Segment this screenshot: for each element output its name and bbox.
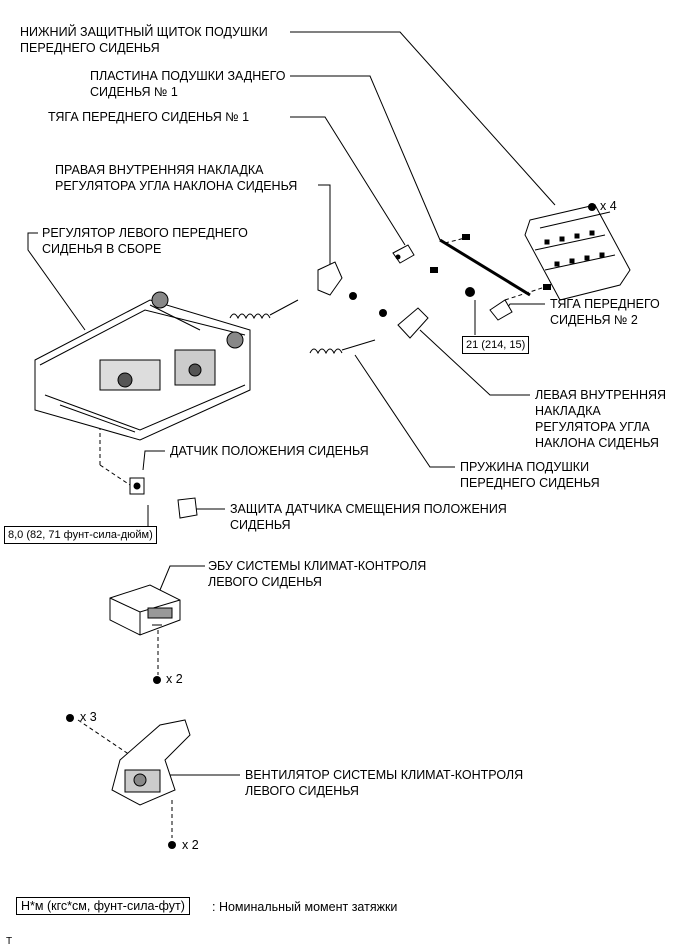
leader-climate-ecu [159, 565, 205, 591]
leader-cushion-spring [354, 354, 455, 468]
front-rod-1-part [392, 244, 415, 264]
legend-description: : Номинальный момент затяжки [212, 900, 398, 914]
plate-bolts [430, 234, 551, 290]
seat-adjuster-part [34, 291, 251, 441]
climate-ecu-part [109, 584, 181, 636]
label-front-rod-1: ТЯГА ПЕРЕДНЕГО СИДЕНЬЯ № 1 [48, 110, 250, 124]
leader-right-inner-cover [318, 184, 331, 265]
label-cushion-spring: ПРУЖИНА ПОДУШКИ ПЕРЕДНЕГО СИДЕНЬЯ [460, 460, 600, 490]
label-lower-shield: НИЖНИЙ ЗАЩИТНЫЙ ЩИТОК ПОДУШКИ ПЕРЕДНЕГО … [20, 25, 268, 55]
fan-bolt [168, 841, 176, 849]
leader-left-inner-cover [419, 329, 530, 396]
dash-sensor-drop-2 [99, 464, 131, 486]
torque-sensor-bolt: 8,0 (82, 71 фунт-сила-дюйм) [4, 526, 157, 544]
label-climate-fan: ВЕНТИЛЯТОР СИСТЕМЫ КЛИМАТ-КОНТРОЛЯ ЛЕВОГ… [245, 768, 524, 798]
fan-screw [66, 714, 74, 722]
lower-shield-part [524, 204, 631, 301]
torque-rod-bolt: 21 (214, 15) [462, 336, 530, 354]
count-fan-screws: x 3 [80, 710, 97, 724]
label-right-inner-cover: ПРАВАЯ ВНУТРЕННЯЯ НАКЛАДКА РЕГУЛЯТОРА УГ… [55, 163, 298, 193]
label-seat-position-sensor: ДАТЧИК ПОЛОЖЕНИЯ СИДЕНЬЯ [170, 444, 369, 458]
leader-seat-adjuster [27, 232, 86, 331]
rod-bolt [465, 287, 475, 297]
leader-seat-position-sensor [142, 450, 165, 471]
leader-rear-plate [290, 75, 441, 241]
right-cover-screw [349, 292, 357, 300]
ecu-bolt [153, 676, 161, 684]
sensor-protector-part [177, 497, 198, 519]
rear-plate-rod [439, 238, 531, 297]
label-front-rod-2: ТЯГА ПЕРЕДНЕГО СИДЕНЬЯ № 2 [550, 297, 660, 327]
count-fan-bolts: x 2 [182, 838, 199, 852]
spring-lower [309, 348, 343, 355]
legend-unit-box: Н*м (кгс*см, фунт-сила-фут) [16, 897, 190, 915]
dash-plate-bolt [444, 237, 466, 244]
front-rod-2-part [489, 299, 513, 321]
count-ecu-bolts: x 2 [166, 672, 183, 686]
spring-upper [229, 313, 271, 320]
label-rear-plate: ПЛАСТИНА ПОДУШКИ ЗАДНЕГО СИДЕНЬЯ № 1 [90, 69, 286, 99]
label-climate-ecu: ЭБУ СИСТЕМЫ КЛИМАТ-КОНТРОЛЯ ЛЕВОГО СИДЕН… [208, 559, 427, 589]
dash-fan-screw [77, 719, 131, 756]
left-cover-screw [379, 309, 387, 317]
seat-position-sensor-part [129, 477, 145, 495]
climate-fan-part [111, 719, 191, 806]
leader-lower-shield [290, 31, 556, 206]
shield-clip [588, 203, 596, 211]
footer-mark: T [6, 936, 13, 947]
label-left-inner-cover: ЛЕВАЯ ВНУТРЕННЯЯ НАКЛАДКА РЕГУЛЯТОРА УГЛ… [535, 388, 667, 450]
right-inner-cover-part [317, 261, 343, 296]
left-inner-cover-part [397, 307, 429, 339]
leader-front-rod-1 [290, 116, 406, 246]
label-sensor-protector: ЗАЩИТА ДАТЧИКА СМЕЩЕНИЯ ПОЛОЖЕНИЯ СИДЕНЬ… [230, 502, 507, 532]
label-seat-adjuster: РЕГУЛЯТОР ЛЕВОГО ПЕРЕДНЕГО СИДЕНЬЯ В СБО… [42, 226, 248, 256]
count-shield-clips: x 4 [600, 199, 617, 213]
